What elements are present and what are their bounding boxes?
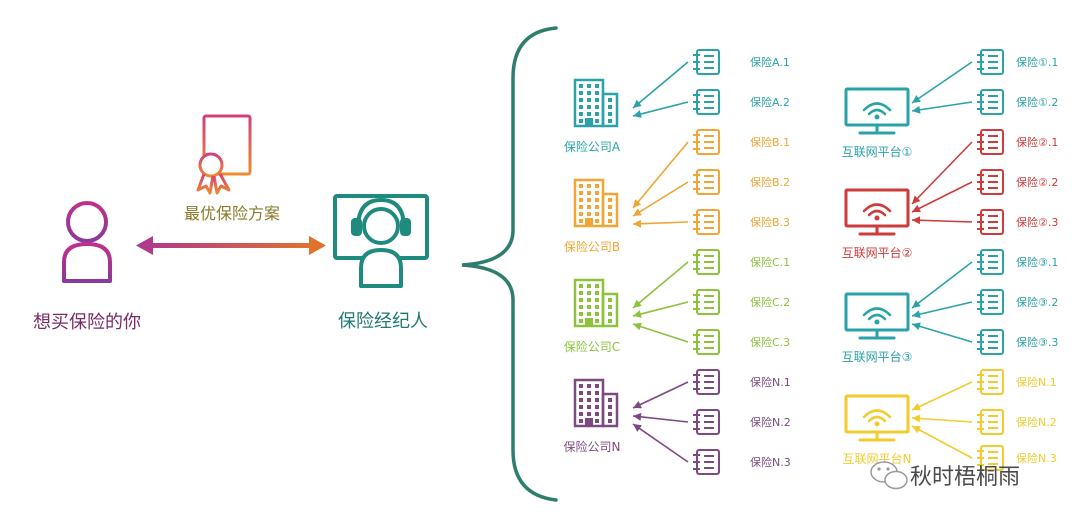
product-label: 保险N.3 — [1016, 451, 1057, 465]
providers-layer: 保险公司A 保险A.1 保险A.2 保险公司B 保险B.1 保险B.2 保险B.3 保险公司C… — [564, 49, 1058, 475]
product-label: 保险A.2 — [750, 95, 790, 109]
connector-arrow — [632, 101, 689, 118]
product-label: 保险①.1 — [1016, 55, 1058, 69]
double-arrow — [136, 236, 326, 255]
product-label: 保险C.3 — [750, 335, 790, 349]
product-label: 保险B.1 — [750, 135, 790, 149]
broker-label: 保险经纪人 — [338, 311, 428, 332]
connector-arrow — [911, 381, 973, 411]
policy-document-icon — [977, 445, 1004, 471]
building-icon — [573, 278, 619, 328]
product-label: 保险A.1 — [750, 55, 790, 69]
company-label: 保险公司N — [564, 439, 621, 454]
curly-brace — [461, 26, 558, 502]
building-icon — [573, 378, 619, 428]
connector-arrow — [911, 301, 973, 319]
computer-wifi-icon — [844, 292, 910, 340]
connector-arrow — [632, 322, 689, 343]
platform-label: 互联网平台③ — [842, 349, 913, 364]
policy-document-icon — [977, 289, 1004, 315]
product-label: 保险B.3 — [750, 215, 790, 229]
policy-document-icon — [977, 249, 1004, 275]
building-icon — [573, 178, 619, 228]
broker-icon — [333, 194, 429, 288]
customer-icon — [62, 201, 112, 283]
product-label: 保险①.2 — [1016, 95, 1058, 109]
connector-arrow — [632, 261, 689, 309]
policy-document-icon — [693, 209, 720, 235]
policy-document-icon — [977, 129, 1004, 155]
policy-document-icon — [693, 169, 720, 195]
policy-document-icon — [693, 49, 720, 75]
policy-document-icon — [977, 369, 1004, 395]
product-label: 保险②.1 — [1016, 135, 1058, 149]
certificate-icon — [196, 114, 252, 195]
product-label: 保险②.2 — [1016, 175, 1058, 189]
policy-document-icon — [693, 409, 720, 435]
product-label: 保险B.2 — [750, 175, 790, 189]
platform-label: 互联网平台② — [842, 245, 913, 260]
watermark: 秋时梧桐雨 — [870, 461, 1020, 490]
platform-label: 互联网平台① — [842, 144, 913, 159]
product-label: 保险N.1 — [750, 375, 791, 389]
connector-arrow — [632, 301, 689, 318]
product-label: 保险N.3 — [750, 455, 791, 469]
connector-arrow — [911, 216, 973, 225]
connector-arrow — [632, 219, 689, 228]
connector-arrow — [911, 61, 973, 104]
connector-arrow — [911, 425, 973, 459]
connector-arrow — [911, 261, 973, 309]
policy-document-icon — [693, 329, 720, 355]
policy-document-icon — [977, 49, 1004, 75]
policy-document-icon — [977, 209, 1004, 235]
policy-document-icon — [693, 89, 720, 115]
policy-document-icon — [977, 329, 1004, 355]
product-label: 保险③.3 — [1016, 335, 1058, 349]
connector-arrow — [632, 61, 689, 109]
product-label: 保险③.1 — [1016, 255, 1058, 269]
building-icon — [573, 78, 619, 128]
product-label: 保险③.2 — [1016, 295, 1058, 309]
product-label: 保险C.1 — [750, 255, 790, 269]
product-label: 保险N.2 — [750, 415, 791, 429]
connector-arrow — [632, 181, 689, 217]
company-label: 保险公司A — [564, 139, 621, 154]
policy-document-icon — [693, 129, 720, 155]
connector-arrow — [632, 141, 689, 209]
best-plan-label: 最优保险方案 — [184, 204, 280, 223]
connector-arrow — [911, 322, 973, 343]
platform-label: 互联网平台N — [843, 451, 912, 466]
computer-wifi-icon — [844, 394, 910, 442]
connector-arrow — [632, 381, 689, 409]
product-label: 保险N.1 — [1016, 375, 1057, 389]
product-label: 保险C.2 — [750, 295, 790, 309]
wechat-icon — [870, 461, 908, 490]
connector-arrow — [911, 414, 973, 423]
product-label: 保险②.3 — [1016, 215, 1058, 229]
policy-document-icon — [977, 409, 1004, 435]
connector-arrow — [632, 423, 689, 463]
policy-document-icon — [693, 369, 720, 395]
policy-document-icon — [977, 89, 1004, 115]
computer-wifi-icon — [844, 87, 910, 135]
policy-document-icon — [693, 249, 720, 275]
watermark-text: 秋时梧桐雨 — [910, 465, 1020, 490]
connector-arrow — [911, 101, 973, 114]
connector-arrow — [911, 141, 973, 205]
policy-document-icon — [693, 289, 720, 315]
policy-document-icon — [977, 169, 1004, 195]
company-label: 保险公司C — [564, 339, 620, 354]
connector-arrow — [632, 412, 689, 423]
company-label: 保险公司B — [564, 239, 620, 254]
connector-arrow — [911, 181, 973, 213]
computer-wifi-icon — [844, 188, 910, 236]
policy-document-icon — [693, 449, 720, 475]
customer-label: 想买保险的你 — [33, 312, 141, 333]
product-label: 保险N.2 — [1016, 415, 1057, 429]
